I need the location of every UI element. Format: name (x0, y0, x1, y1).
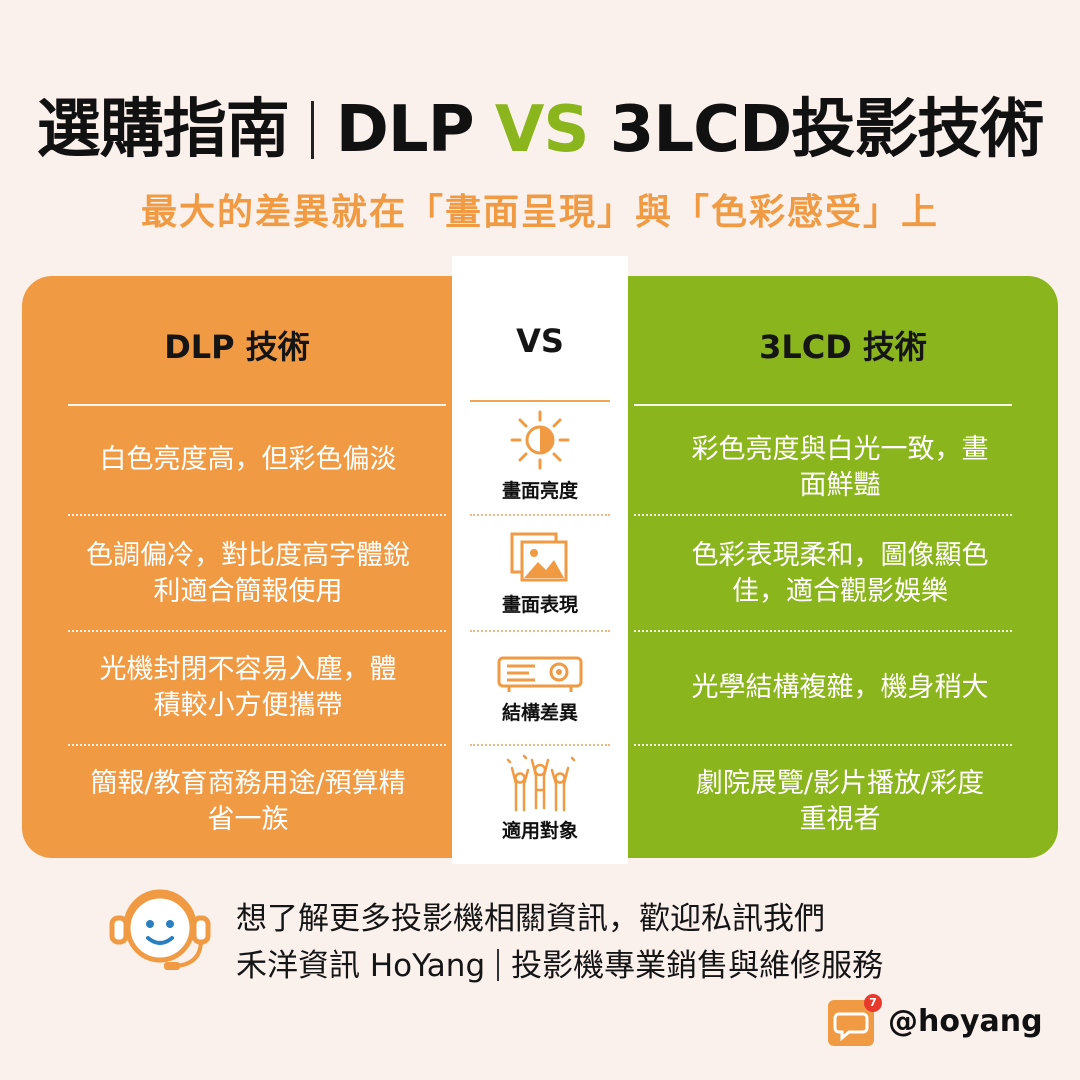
feature-brightness: 畫面亮度 (452, 408, 628, 503)
feature-picture: 畫面表現 (452, 530, 628, 617)
row-divider (634, 514, 1012, 516)
dlp-brightness-text: 白色亮度高，但彩色偏淡 (99, 444, 397, 475)
row-divider (68, 744, 446, 746)
footer-separator (497, 949, 500, 981)
dlp-panel (22, 276, 452, 858)
dlp-structure-text: 光機封閉不容易入塵，體 積較小方便攜帶 (99, 654, 397, 721)
3lcd-panel (628, 276, 1058, 858)
row-divider (634, 630, 1012, 632)
audience-icon (506, 754, 576, 812)
title-separator (310, 101, 314, 159)
title-vs: VS (494, 93, 590, 167)
picture-icon (510, 532, 568, 582)
feature-audience: 適用對象 (452, 752, 628, 843)
subtitle: 最大的差異就在「畫面呈現」與「色彩感受」上 (140, 192, 939, 233)
vs-heading: VS (516, 322, 564, 360)
service-description: 投影機專業銷售與維修服務 (511, 948, 884, 984)
footer-line-2: 禾洋資訊 HoYang 投影機專業銷售與維修服務 (236, 940, 883, 985)
feature-label: 畫面亮度 (501, 480, 578, 502)
feature-label: 結構差異 (501, 702, 578, 724)
brightness-icon (510, 410, 570, 470)
company-name: 禾洋資訊 HoYang (236, 948, 486, 984)
title-part1: 選購指南 (36, 93, 290, 167)
title-dlp: DLP (335, 93, 475, 167)
notification-badge: 7 (864, 994, 882, 1012)
3lcd-structure-text: 光學結構複雜，機身稍大 (691, 672, 989, 703)
footer-line-1: 想了解更多投影機相關資訊，歡迎私訊我們 (236, 901, 825, 937)
3lcd-audience-text: 劇院展覽/影片播放/彩度 重視者 (695, 768, 985, 835)
3lcd-picture-text: 色彩表現柔和，圖像顯色 佳，適合觀影娛樂 (691, 540, 989, 607)
page-title: 選購指南 DLP VS 3LCD投影技術 (0, 78, 1080, 170)
feature-label: 適用對象 (501, 820, 578, 842)
row-divider (634, 744, 1012, 746)
3lcd-brightness-text: 彩色亮度與白光一致，畫 面鮮豔 (691, 434, 989, 501)
row-divider (470, 630, 610, 632)
3lcd-header-divider (634, 404, 1012, 406)
row-divider (68, 630, 446, 632)
dlp-header-divider (68, 404, 446, 406)
row-divider (470, 744, 610, 746)
customer-service-icon (108, 882, 218, 982)
dlp-picture-text: 色調偏冷，對比度高字體銳 利適合簡報使用 (86, 540, 410, 607)
row-divider (470, 514, 610, 516)
dlp-audience-text: 簡報/教育商務用途/預算精 省一族 (90, 768, 406, 835)
vs-header-divider (470, 400, 610, 402)
projector-icon (497, 656, 583, 692)
dlp-heading: DLP 技術 (164, 328, 310, 366)
3lcd-heading: 3LCD 技術 (759, 328, 927, 366)
row-divider (68, 514, 446, 516)
feature-structure: 結構差異 (452, 652, 628, 725)
title-part2: 3LCD投影技術 (609, 93, 1044, 167)
handle-text[interactable]: @hoyang (888, 1004, 1043, 1039)
feature-label: 畫面表現 (501, 594, 578, 616)
